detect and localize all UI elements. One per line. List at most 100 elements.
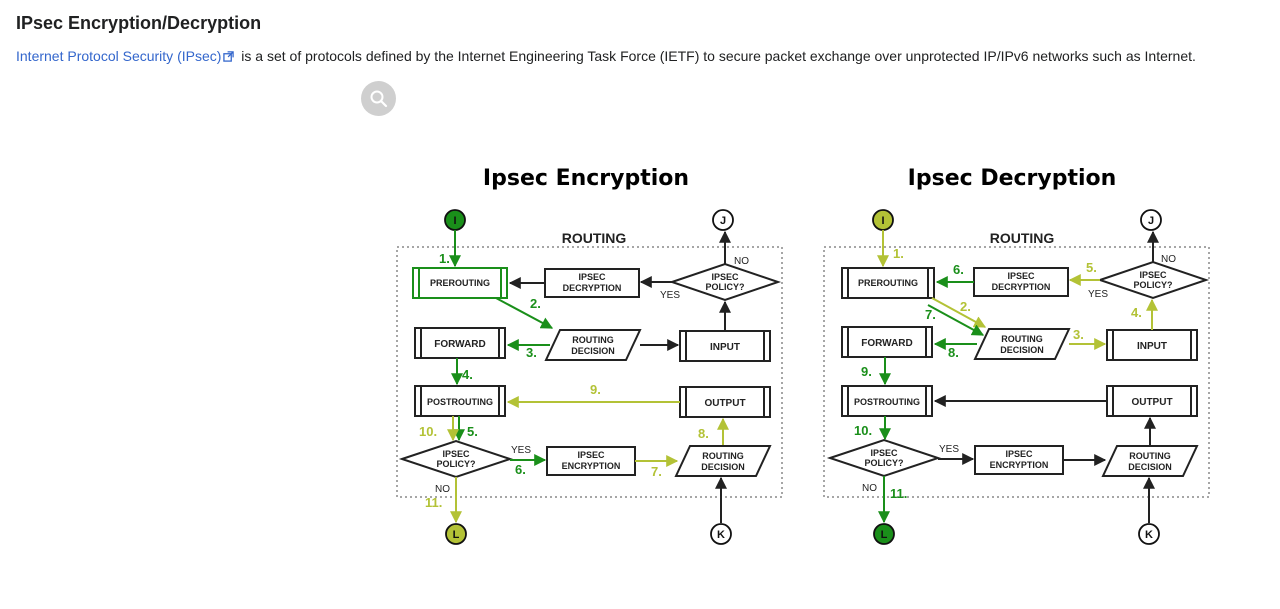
svg-text:PREROUTING: PREROUTING bbox=[430, 278, 490, 288]
dec-prerouting-box: PREROUTING bbox=[841, 267, 935, 299]
dec-step-11: 11. bbox=[890, 486, 907, 501]
enc-yes-bottom: YES bbox=[511, 445, 531, 456]
ipsec-diagram[interactable]: Ipsec Encryption ROUTING I J K L PREROUT… bbox=[390, 150, 1220, 555]
external-link-icon[interactable] bbox=[223, 51, 235, 62]
svg-text:J: J bbox=[1148, 215, 1154, 227]
svg-text:ROUTING: ROUTING bbox=[572, 335, 614, 345]
enc-ipsec-encryption-box: IPSEC ENCRYPTION bbox=[546, 446, 636, 476]
svg-text:IPSEC: IPSEC bbox=[1007, 271, 1035, 281]
enc-step-10: 10. bbox=[419, 424, 437, 439]
intro-text: is a set of protocols defined by the Int… bbox=[237, 48, 1196, 64]
dec-step-2: 2. bbox=[960, 299, 971, 314]
dec-step-10: 10. bbox=[854, 423, 872, 438]
dec-step-5: 5. bbox=[1086, 260, 1097, 275]
dec-routing-decision-mid: ROUTING DECISION bbox=[973, 328, 1071, 360]
svg-text:ROUTING: ROUTING bbox=[1129, 451, 1171, 461]
dec-step-1: 1. bbox=[893, 246, 904, 261]
svg-text:PREROUTING: PREROUTING bbox=[858, 278, 918, 288]
svg-text:FORWARD: FORWARD bbox=[434, 339, 485, 350]
dec-step-4: 4. bbox=[1131, 305, 1142, 320]
dec-input-box: INPUT bbox=[1106, 329, 1198, 361]
dec-yes-top: YES bbox=[1088, 289, 1108, 300]
decryption-diagram: Ipsec Decryption ROUTING I J K L PREROUT… bbox=[823, 166, 1210, 545]
enc-forward-box: FORWARD bbox=[414, 327, 506, 359]
svg-text:L: L bbox=[453, 529, 460, 541]
enc-ipsec-policy-bottom: IPSEC POLICY? bbox=[398, 439, 514, 479]
dec-ipsec-encryption-box: IPSEC ENCRYPTION bbox=[974, 445, 1064, 475]
ipsec-link[interactable]: Internet Protocol Security (IPsec) bbox=[16, 48, 222, 64]
dec-no-bottom: NO bbox=[862, 483, 877, 494]
dec-node-k: K bbox=[1138, 523, 1160, 545]
enc-output-box: OUTPUT bbox=[679, 386, 771, 418]
enc-ipsec-decryption-box: IPSEC DECRYPTION bbox=[544, 268, 640, 298]
dec-no-top: NO bbox=[1161, 254, 1176, 265]
svg-text:K: K bbox=[717, 529, 725, 541]
dec-node-j: J bbox=[1140, 209, 1162, 231]
svg-text:IPSEC: IPSEC bbox=[711, 272, 739, 282]
enc-step-6: 6. bbox=[515, 462, 526, 477]
enc-step-11: 11. bbox=[425, 495, 442, 510]
enc-no-bottom: NO bbox=[435, 484, 450, 495]
svg-text:ROUTING: ROUTING bbox=[1001, 334, 1043, 344]
enc-routing-decision-bottom: ROUTING DECISION bbox=[674, 445, 772, 477]
enc-node-k: K bbox=[710, 523, 732, 545]
decryption-region-label: ROUTING bbox=[990, 230, 1055, 246]
dec-step-8: 8. bbox=[948, 345, 959, 360]
dec-step-3: 3. bbox=[1073, 327, 1084, 342]
svg-text:POSTROUTING: POSTROUTING bbox=[854, 397, 920, 407]
dec-arrow-2 bbox=[931, 297, 987, 328]
svg-text:IPSEC: IPSEC bbox=[578, 272, 606, 282]
enc-input-box: INPUT bbox=[679, 330, 771, 362]
svg-text:DECRYPTION: DECRYPTION bbox=[992, 282, 1051, 292]
svg-text:POLICY?: POLICY? bbox=[705, 282, 744, 292]
svg-text:L: L bbox=[881, 529, 888, 541]
enc-step-4: 4. bbox=[462, 367, 473, 382]
svg-text:OUTPUT: OUTPUT bbox=[1131, 397, 1172, 408]
encryption-diagram: Ipsec Encryption ROUTING I J K L PREROUT… bbox=[396, 166, 783, 545]
dec-node-i: I bbox=[872, 209, 894, 231]
svg-text:I: I bbox=[453, 215, 456, 227]
svg-text:POLICY?: POLICY? bbox=[436, 459, 475, 469]
dec-output-box: OUTPUT bbox=[1106, 385, 1198, 417]
enc-yes-top: YES bbox=[660, 290, 680, 301]
svg-text:ENCRYPTION: ENCRYPTION bbox=[562, 461, 621, 471]
svg-text:IPSEC: IPSEC bbox=[1139, 270, 1167, 280]
svg-text:OUTPUT: OUTPUT bbox=[704, 398, 745, 409]
dec-step-7: 7. bbox=[925, 307, 936, 322]
dec-step-6: 6. bbox=[953, 262, 964, 277]
svg-text:ROUTING: ROUTING bbox=[702, 451, 744, 461]
zoom-button[interactable] bbox=[361, 81, 396, 116]
svg-text:DECISION: DECISION bbox=[571, 346, 615, 356]
decryption-routing-region bbox=[823, 246, 1210, 498]
dec-node-l: L bbox=[873, 523, 895, 545]
enc-ipsec-policy-top: IPSEC POLICY? bbox=[668, 262, 782, 302]
enc-step-2: 2. bbox=[530, 296, 541, 311]
dec-routing-decision-bottom: ROUTING DECISION bbox=[1101, 445, 1199, 477]
enc-node-l: L bbox=[445, 523, 467, 545]
enc-step-8: 8. bbox=[698, 426, 709, 441]
svg-text:DECISION: DECISION bbox=[1128, 462, 1172, 472]
svg-text:IPSEC: IPSEC bbox=[442, 449, 470, 459]
svg-text:IPSEC: IPSEC bbox=[870, 448, 898, 458]
svg-text:POLICY?: POLICY? bbox=[864, 458, 903, 468]
dec-ipsec-decryption-box: IPSEC DECRYPTION bbox=[973, 267, 1069, 297]
enc-routing-decision-mid: ROUTING DECISION bbox=[544, 329, 642, 361]
encryption-title: Ipsec Encryption bbox=[483, 166, 689, 191]
enc-step-1: 1. bbox=[439, 251, 450, 266]
dec-ipsec-policy-bottom: IPSEC POLICY? bbox=[826, 438, 942, 478]
svg-text:POSTROUTING: POSTROUTING bbox=[427, 397, 493, 407]
dec-forward-box: FORWARD bbox=[841, 326, 933, 358]
decryption-title: Ipsec Decryption bbox=[908, 166, 1117, 191]
svg-text:INPUT: INPUT bbox=[710, 342, 740, 353]
dec-arrow-7 bbox=[927, 304, 985, 336]
enc-step-5: 5. bbox=[467, 424, 478, 439]
svg-text:DECRYPTION: DECRYPTION bbox=[563, 283, 622, 293]
dec-ipsec-policy-top: IPSEC POLICY? bbox=[1096, 260, 1210, 300]
enc-step-3: 3. bbox=[526, 345, 537, 360]
svg-text:I: I bbox=[881, 215, 884, 227]
enc-node-j: J bbox=[712, 209, 734, 231]
enc-prerouting-box: PREROUTING bbox=[412, 267, 508, 299]
dec-postrouting-box: POSTROUTING bbox=[841, 385, 933, 417]
svg-text:J: J bbox=[720, 215, 726, 227]
svg-text:DECISION: DECISION bbox=[701, 462, 745, 472]
